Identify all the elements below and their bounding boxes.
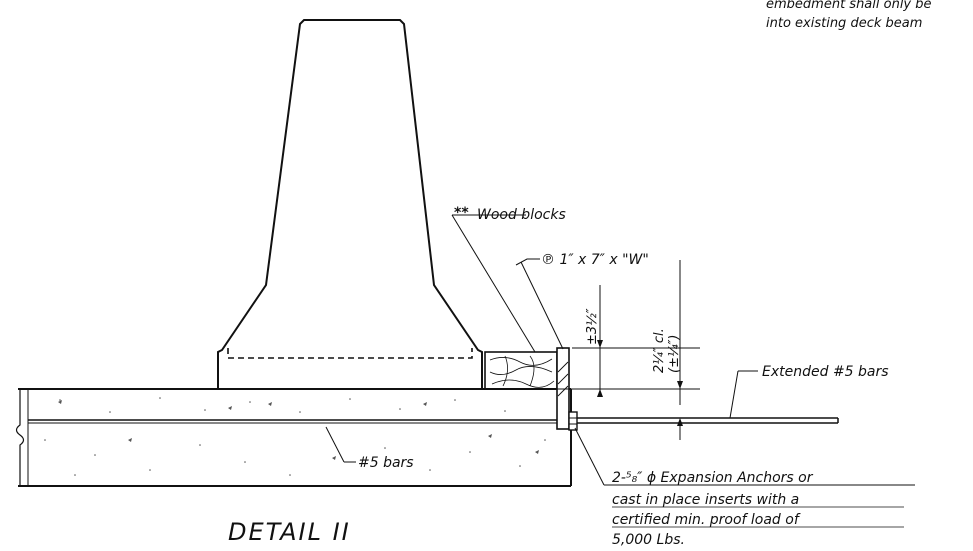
anchors-label-line-2: cast in place inserts with a bbox=[612, 492, 799, 508]
anchors-label-line-1: 2-⁵₈″ ϕ Expansion Anchors or bbox=[612, 470, 814, 486]
note-line-1: embedment shall only be bbox=[766, 0, 932, 12]
anchors-label-line-3: certified min. proof load of bbox=[612, 512, 801, 528]
dimension-lines bbox=[485, 260, 700, 440]
plate-label: ℗ 1″ x 7″ x "W" bbox=[541, 252, 649, 268]
wood-blocks-label: Wood blocks bbox=[477, 207, 566, 223]
extended-bar bbox=[560, 417, 839, 424]
dim-clear-label: 2¼″ cl. bbox=[652, 328, 667, 373]
deck-slab bbox=[15, 388, 572, 487]
concrete-barrier bbox=[217, 19, 483, 389]
note-line-2: into existing deck beam bbox=[766, 16, 922, 31]
extended-bars-label: Extended #5 bars bbox=[762, 364, 889, 380]
leader-lines bbox=[325, 214, 915, 528]
expansion-anchor-nut bbox=[568, 411, 578, 431]
concrete-stipple bbox=[44, 397, 546, 476]
wood-blocks bbox=[484, 351, 558, 390]
dim-clear-tolerance: (±¼″) bbox=[667, 335, 682, 374]
detail-title: DETAIL II bbox=[228, 518, 351, 546]
wood-blocks-marker: ** bbox=[454, 205, 469, 221]
bars-label: #5 bars bbox=[358, 455, 414, 471]
rebar-5-bars bbox=[28, 419, 568, 424]
dim-top-label: ±3½″ bbox=[585, 308, 600, 345]
anchors-label-line-4: 5,000 Lbs. bbox=[612, 532, 685, 548]
break-line bbox=[15, 389, 25, 486]
